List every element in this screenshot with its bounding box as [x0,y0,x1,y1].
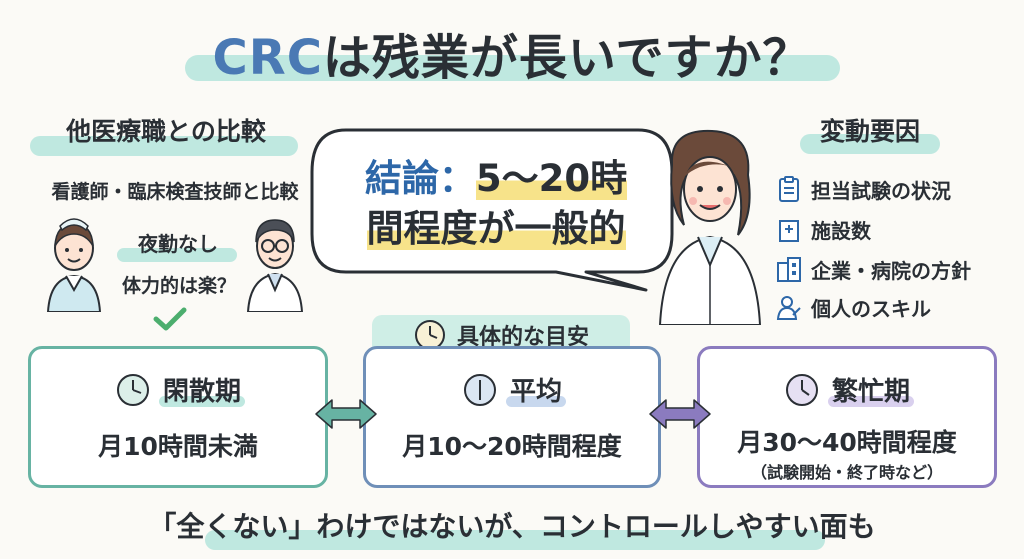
card-title: 閑散期 [158,371,246,408]
factor-label: 個人のスキル [811,296,931,321]
right-heading-highlight [800,134,940,154]
card-value: 月10〜20時間程度 [402,432,622,461]
factor-label: 施設数 [811,218,871,243]
right-heading: 変動要因 [819,117,920,146]
factor-item: 企業・病院の方針 [775,254,1015,284]
card-note: （試験開始・終了時など） [750,463,943,482]
card-value: 月30〜40時間程度 [737,428,957,457]
clock-icon [785,373,818,406]
card-title: 平均 [505,371,567,408]
title-prefix: CRC [212,30,323,86]
card-header: 閑散期 [31,371,325,408]
title-highlight [185,55,840,81]
factor-label: 企業・病院の方針 [811,258,971,283]
left-subheading: 看護師・臨床検査技師と比較 [51,181,299,203]
card-value: 月10時間未満 [98,432,258,461]
left-heading-highlight [30,136,298,156]
no-night-shift-note: 夜勤なし [138,232,218,256]
card-quiet-period: 閑散期 月10時間未満 [28,346,328,488]
bottom-message: 「全くない」わけではないが、コントロールしやすい面も [148,510,876,543]
nurse-illustration [46,218,102,312]
factor-item: 担当試験の状況 [775,174,1015,204]
conclusion-part-1: 5〜20時 [475,157,628,200]
conclusion-label: 結論： [364,157,476,200]
clock-icon [463,373,496,406]
left-heading: 他医療職との比較 [66,117,266,146]
card-average: 平均 月10〜20時間程度 [363,346,661,488]
card-header: 繁忙期 [700,371,994,408]
factor-item: 個人のスキル [775,292,1015,322]
note-highlight [117,248,237,262]
double-arrow-icon [315,399,377,429]
physically-easy-note: 体力的は楽？ [121,275,236,297]
crc-illustration [658,129,762,325]
title-rest: は残業が長いですか？ [322,30,812,86]
card-header: 平均 [366,371,658,408]
card-busy-period: 繁忙期 月30〜40時間程度 （試験開始・終了時など） [697,346,997,488]
check-icon [153,307,187,331]
conclusion-line-2: 間程度が一般的 [336,198,656,252]
person-icon [776,296,801,320]
clock-icon [116,373,149,406]
conclusion-line-1: 結論：5〜20時 [336,148,656,202]
concrete-guide-text: 具体的な目安 [456,325,589,350]
double-arrow-icon [649,399,711,429]
building-icon [777,257,801,282]
technician-illustration [246,219,304,312]
conclusion-part-2: 間程度が一般的 [366,207,626,250]
factor-label: 担当試験の状況 [811,178,951,203]
hospital-icon [779,220,799,242]
page-title: CRCは残業が長いですか？ [0,18,1024,88]
bottom-highlight [205,530,825,550]
clipboard-icon [779,176,799,202]
factor-item: 施設数 [775,214,1015,244]
card-title: 繁忙期 [827,371,915,408]
